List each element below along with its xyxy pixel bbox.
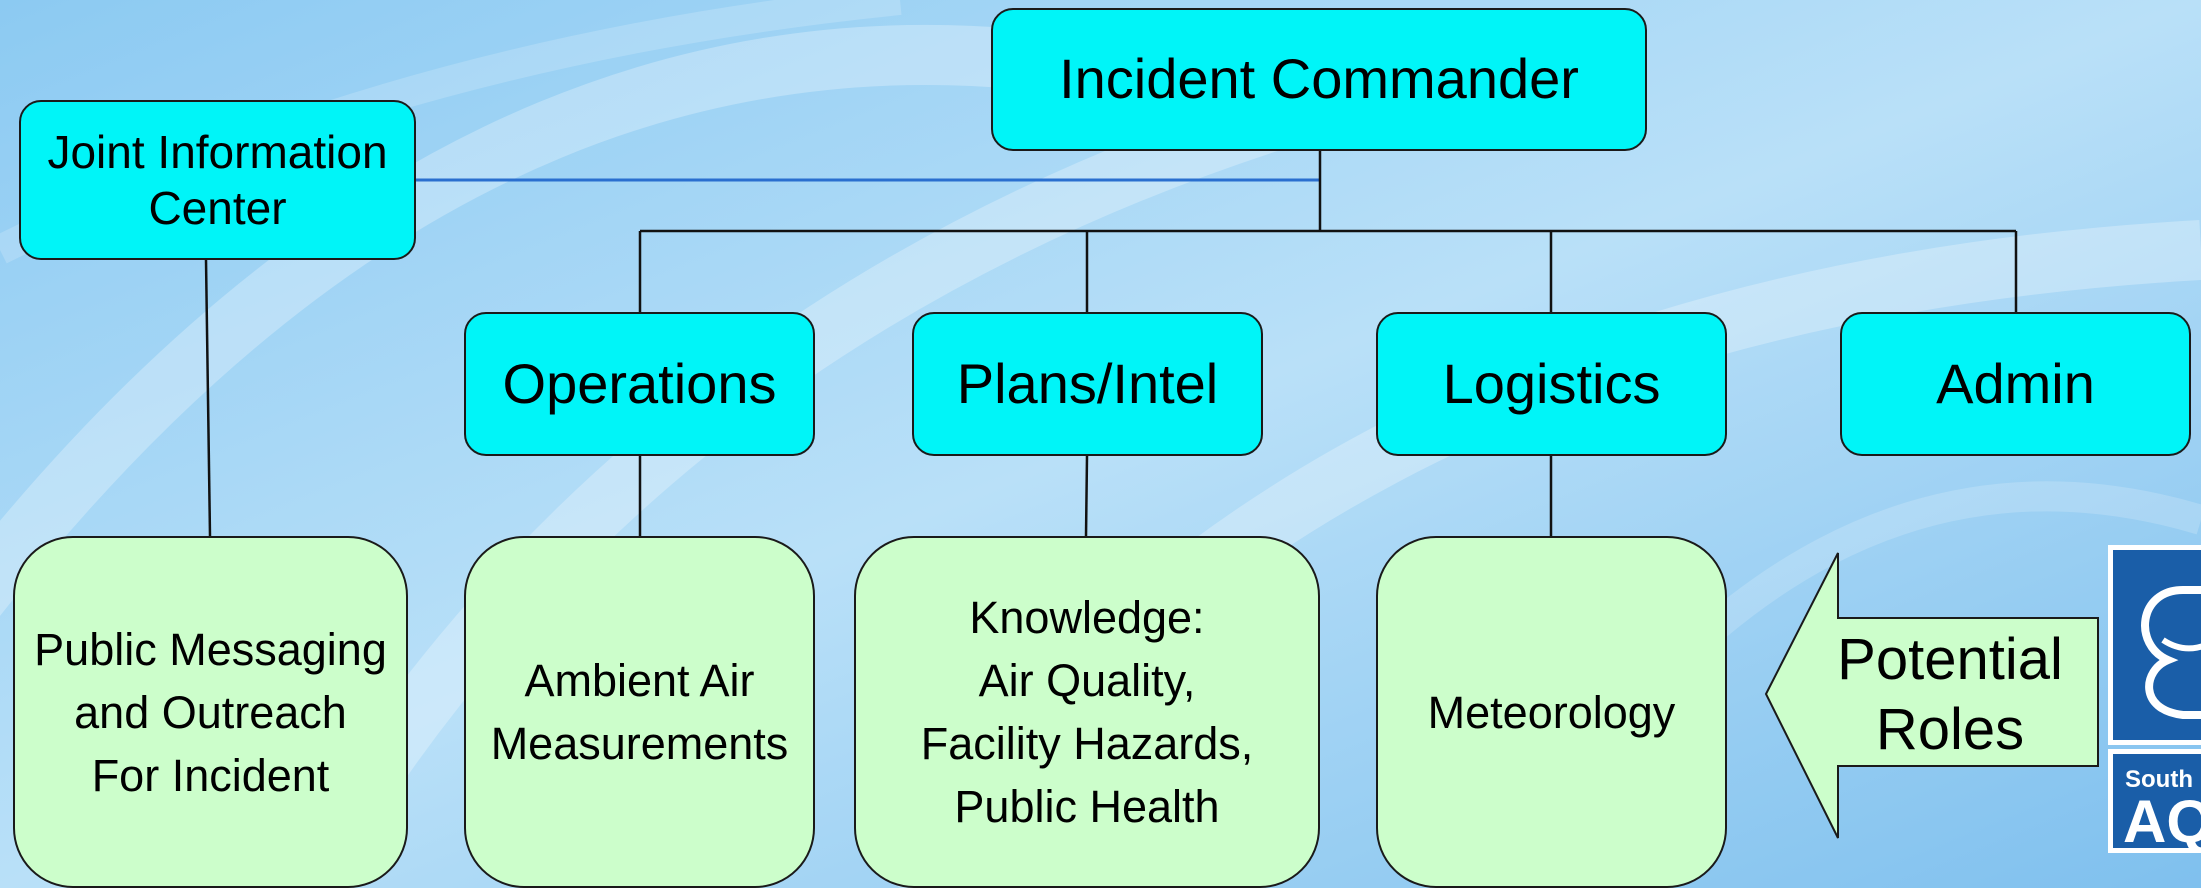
logistics-label: Logistics	[1442, 351, 1661, 415]
logo-text-line-1: South	[2125, 766, 2193, 793]
operations-box: Operations	[464, 312, 815, 456]
incident-commander-label: Incident Commander	[1059, 47, 1579, 111]
knowledge-box: Knowledge: Air Quality, Facility Hazards…	[854, 536, 1320, 888]
admin-box: Admin	[1840, 312, 2191, 456]
potential-roles-label: Potential Roles	[1837, 627, 2063, 762]
public-messaging-label: Public Messaging and Outreach For Incide…	[34, 623, 387, 801]
ambient-air-label: Ambient Air Measurements	[490, 655, 789, 769]
knowledge-label: Knowledge: Air Quality, Facility Hazards…	[920, 592, 1254, 832]
ambient-air-box: Ambient Air Measurements	[464, 536, 815, 888]
admin-label: Admin	[1936, 351, 2095, 415]
public-messaging-box: Public Messaging and Outreach For Incide…	[13, 536, 408, 888]
operations-label: Operations	[502, 351, 777, 415]
joint-information-center-label: Joint Information Center	[47, 125, 388, 234]
logistics-box: Logistics	[1376, 312, 1727, 456]
joint-information-center-box: Joint Information Center	[19, 100, 416, 260]
jic-to-messaging	[204, 259, 212, 537]
logo-emblem-icon	[2108, 545, 2201, 745]
plans-to-knowledge	[1084, 455, 1089, 537]
aqmd-logo: South AQ	[2108, 545, 2201, 853]
logo-wordmark: South AQ	[2108, 749, 2201, 853]
logo-text-line-2: AQ	[2123, 788, 2201, 853]
plans-intel-box: Plans/Intel	[912, 312, 1263, 456]
meteorology-label: Meteorology	[1427, 686, 1676, 738]
meteorology-box: Meteorology	[1376, 536, 1727, 888]
incident-commander-box: Incident Commander	[991, 8, 1647, 151]
plans-intel-label: Plans/Intel	[956, 351, 1219, 415]
